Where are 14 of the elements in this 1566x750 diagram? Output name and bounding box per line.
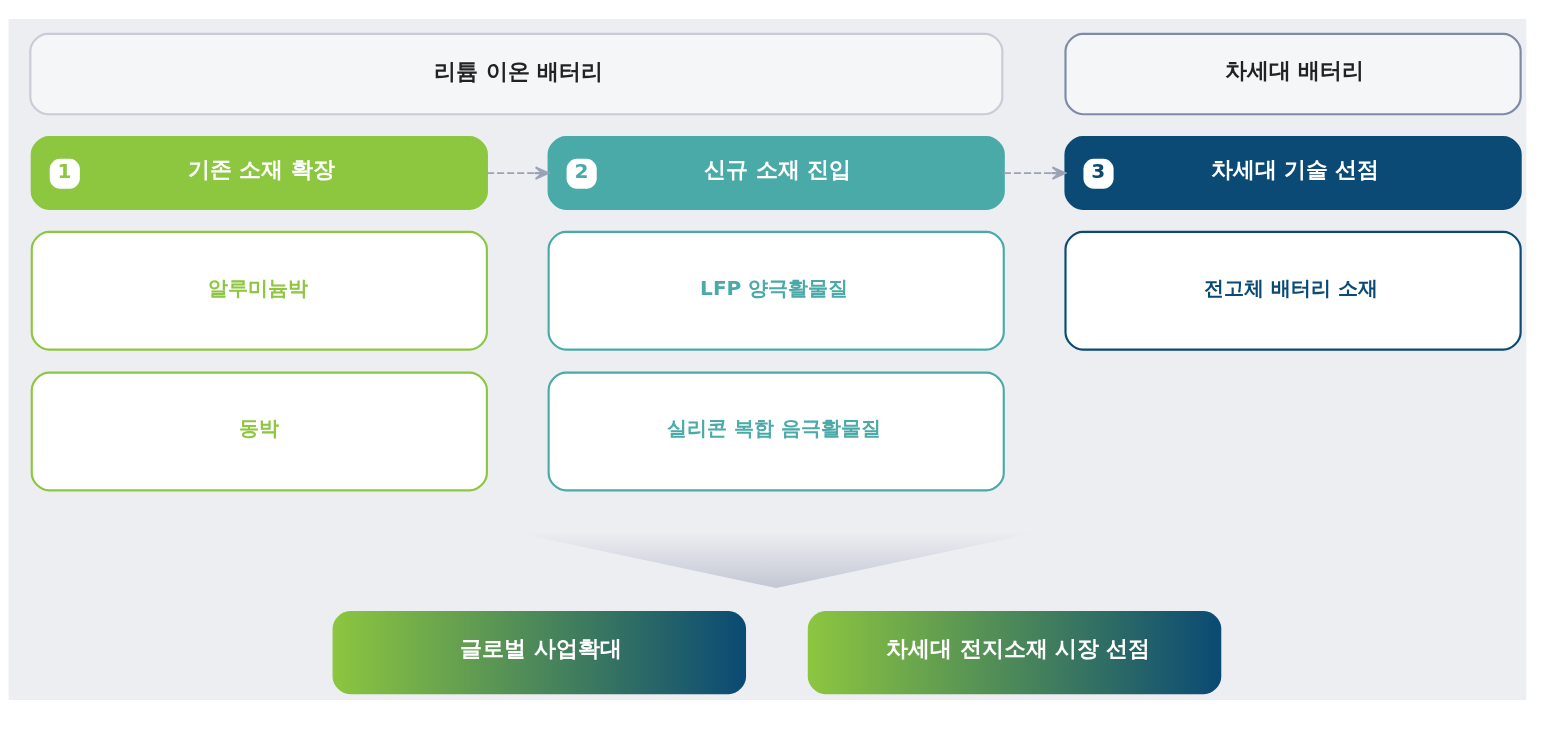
node-box: LFP 양극활물질 [547, 230, 1005, 351]
node-box: 알루미늄박 [30, 230, 488, 351]
node-box: 차세대 배터리 [1064, 32, 1522, 116]
arrow [1002, 166, 1067, 180]
node-box: 동박 [30, 371, 488, 492]
node-box: 2 신규 소재 진입 [547, 136, 1005, 211]
node-box: 글로벌 사업확대 [332, 610, 747, 695]
node-box: 실리콘 복합 음극활물질 [547, 371, 1005, 492]
node-box: 차세대 전지소재 시장 선점 [807, 610, 1222, 695]
node-box: 리튬 이온 배터리 [29, 32, 1004, 116]
node-box: 전고체 배터리 소재 [1064, 230, 1522, 351]
node-box: 1 기존 소재 확장 [30, 136, 488, 211]
node-box: 3 차세대 기술 선점 [1064, 136, 1522, 211]
arrow [486, 166, 550, 180]
